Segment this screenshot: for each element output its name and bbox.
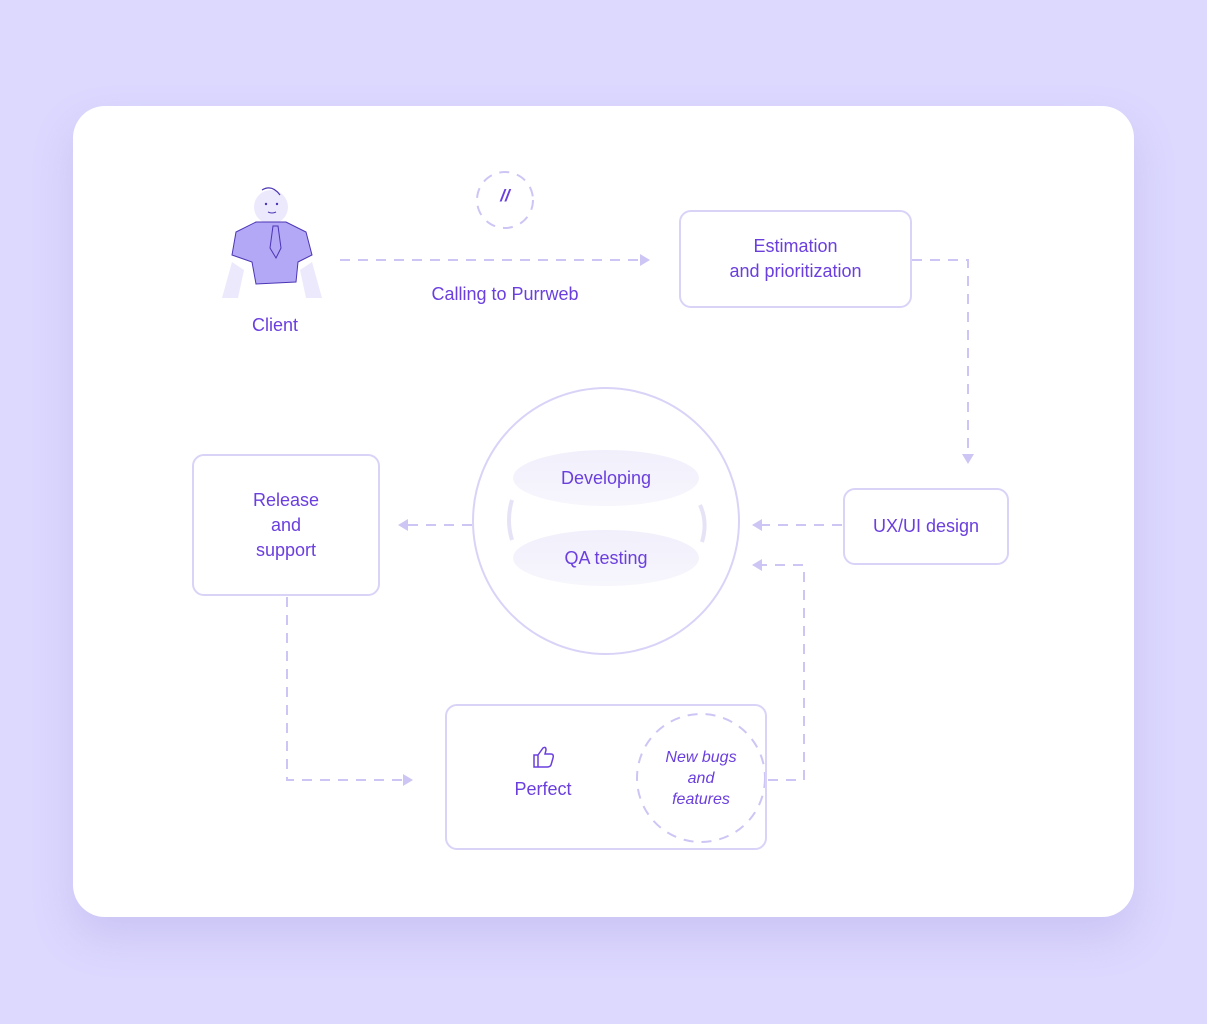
developing-label: Developing: [560, 467, 652, 488]
release-box: Release and support: [192, 454, 380, 596]
cycle-circle: [472, 387, 740, 655]
uxui-label: UX/UI design: [872, 516, 980, 536]
bugs-line3: features: [672, 791, 730, 808]
bugs-line2: and: [687, 770, 715, 787]
cycle-arrows: [507, 499, 707, 543]
release-line2: and: [270, 514, 302, 535]
arrow-bugs-to-cycle: [760, 564, 805, 781]
developing-pill: Developing: [513, 450, 699, 506]
arrow-estimation-to-uxui: [912, 259, 969, 455]
estimation-line1: Estimation: [753, 236, 838, 256]
client-illustration: [222, 187, 322, 298]
qa-pill: QA testing: [513, 530, 699, 586]
qa-label: QA testing: [564, 547, 648, 568]
client-label: Client: [251, 315, 299, 335]
calling-label: Calling to Purrweb: [431, 284, 579, 304]
release-line1: Release: [252, 489, 320, 510]
arrow-release-to-outcome: [286, 597, 405, 781]
estimation-line2: and prioritization: [729, 261, 862, 281]
purrweb-logo: //: [500, 186, 510, 205]
release-line3: support: [255, 539, 317, 560]
bugs-line1: New bugs: [665, 749, 737, 766]
perfect-label: Perfect: [514, 779, 572, 799]
estimation-box: Estimation and prioritization: [679, 210, 912, 308]
logo-dashed-circle: [476, 171, 534, 229]
uxui-box: UX/UI design: [843, 488, 1009, 565]
outcome-box: [445, 704, 767, 850]
new-bugs-label: New bugs and features: [641, 747, 761, 810]
thumbs-up-icon: [533, 746, 554, 768]
